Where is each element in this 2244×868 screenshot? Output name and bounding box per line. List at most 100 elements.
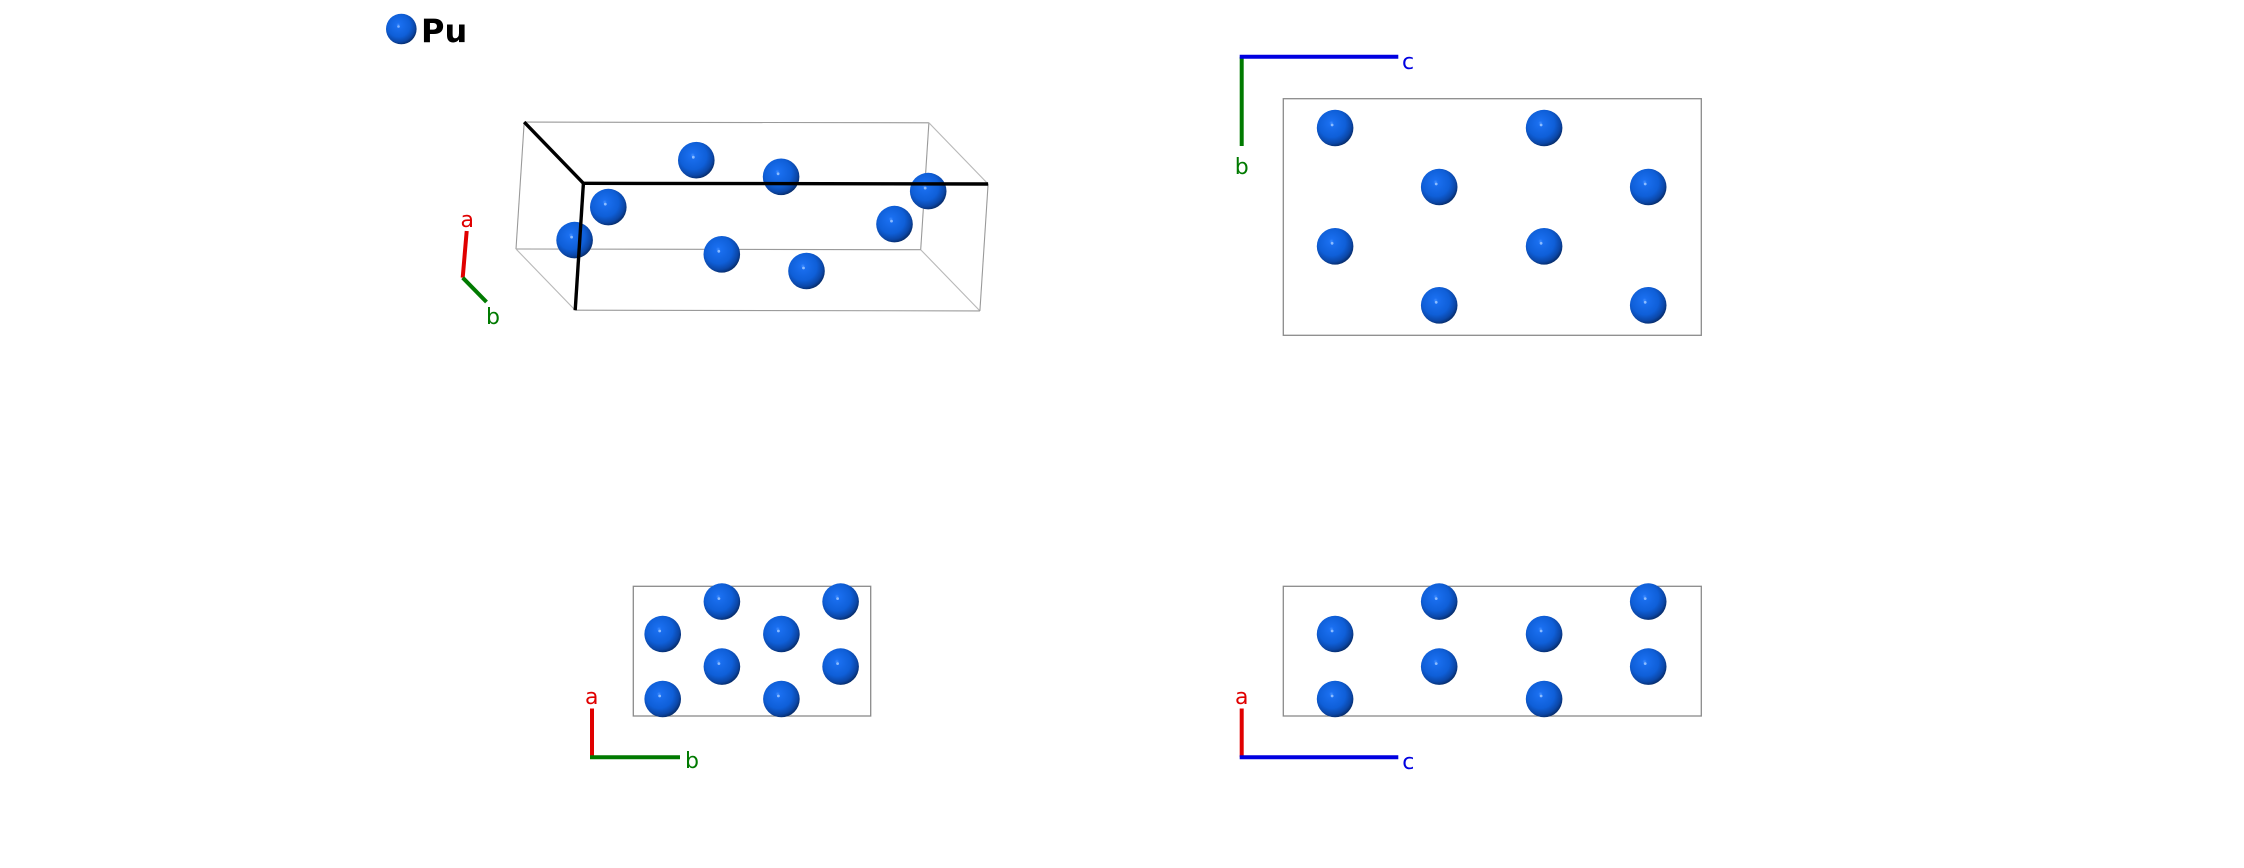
axis-indicator-3d: a b <box>461 208 500 330</box>
cell-edge <box>920 249 981 312</box>
atom-highlight <box>1539 123 1543 127</box>
atom-pu <box>762 158 800 196</box>
cell-edge <box>575 309 980 312</box>
atom-highlight <box>1643 662 1647 665</box>
atom-pu <box>1316 680 1354 718</box>
axis-c-label: c <box>1402 50 1414 75</box>
atom-highlight <box>836 597 839 600</box>
perspective-atoms <box>556 141 947 290</box>
atom-pu <box>1525 228 1563 265</box>
axis-a-label: a <box>461 208 474 233</box>
atom-pu <box>1316 228 1354 265</box>
atom-highlight <box>570 235 573 239</box>
axis-a-line <box>460 230 469 278</box>
legend-element-label: Pu <box>421 12 467 50</box>
atom-pu <box>1629 287 1667 324</box>
atom-highlight <box>1434 662 1438 665</box>
atom-highlight <box>1539 241 1543 245</box>
unit-cell-back-edges <box>515 121 989 312</box>
axis-c-label: c <box>1402 750 1414 775</box>
atom-highlight <box>1539 629 1543 633</box>
atom-pu <box>703 236 741 273</box>
atom-highlight <box>777 694 780 698</box>
atom-highlight <box>777 629 780 633</box>
atom-highlight <box>1330 241 1334 245</box>
atom-highlight <box>1434 300 1438 304</box>
legend-atom-highlight <box>397 25 400 28</box>
atom-pu <box>1316 109 1354 147</box>
atom-pu <box>763 615 800 653</box>
atom-pu <box>1420 648 1458 685</box>
axis-indicator-b-c: c b <box>1235 50 1414 180</box>
atom-pu <box>703 648 741 685</box>
axis-b-line <box>461 276 488 304</box>
projection-view-a-c: a c <box>1235 583 1702 775</box>
cell-axis-line <box>522 120 585 185</box>
axis-indicator-a-b: a b <box>585 685 699 774</box>
atom-highlight <box>658 629 662 633</box>
atom-highlight <box>923 186 927 190</box>
atom-pu <box>1420 287 1458 324</box>
perspective-view: a b <box>461 120 989 330</box>
atom-highlight <box>1539 694 1543 698</box>
unit-cell-outline <box>1282 98 1702 336</box>
axis-b-label: b <box>486 305 500 330</box>
atom-pu <box>1629 583 1667 620</box>
atom-pu <box>556 221 593 259</box>
atom-pu <box>822 648 859 685</box>
projection-atoms <box>1316 583 1667 718</box>
atom-highlight <box>1434 182 1438 186</box>
projection-atoms <box>644 583 859 718</box>
atom-highlight <box>1330 629 1334 633</box>
cell-edge <box>515 248 576 311</box>
atom-pu <box>590 188 627 226</box>
atom-highlight <box>658 694 662 698</box>
unit-cell-outline <box>1282 585 1702 717</box>
atom-pu <box>703 583 741 620</box>
legend: Pu <box>386 12 467 50</box>
atom-pu <box>788 252 825 290</box>
atom-highlight <box>1643 182 1647 186</box>
atom-highlight <box>802 266 805 270</box>
atom-highlight <box>836 662 839 665</box>
atom-highlight <box>1330 694 1334 698</box>
atom-highlight <box>603 202 607 206</box>
atom-highlight <box>717 597 721 600</box>
atom-highlight <box>691 155 695 159</box>
axis-b-label: b <box>685 749 699 774</box>
atom-pu <box>876 205 913 243</box>
atom-highlight <box>1434 597 1438 600</box>
atom-pu <box>1316 615 1354 653</box>
atom-pu <box>644 680 681 718</box>
unit-cell-outline <box>632 585 872 717</box>
atom-highlight <box>1643 300 1647 304</box>
atom-pu <box>1525 615 1563 653</box>
axis-b-label: b <box>1235 155 1249 180</box>
atom-pu <box>678 141 715 179</box>
atom-pu <box>1420 583 1458 620</box>
cell-edge <box>524 121 929 124</box>
atom-highlight <box>717 249 721 253</box>
atom-pu <box>644 615 681 653</box>
projection-atoms <box>1316 109 1667 324</box>
projection-view-b-c: c b <box>1235 50 1702 336</box>
cell-axis-line <box>583 181 989 186</box>
atom-highlight <box>890 219 893 223</box>
atom-pu <box>1525 109 1563 147</box>
axis-indicator-a-c: a c <box>1235 685 1414 775</box>
atom-pu <box>1525 680 1563 718</box>
atom-pu <box>822 583 859 620</box>
legend-pu-atom-icon <box>386 13 417 45</box>
axis-a-label: a <box>1235 685 1248 710</box>
axis-a-label: a <box>585 685 598 710</box>
atom-pu <box>1629 168 1667 206</box>
unit-cell-front-edges <box>575 183 989 312</box>
atom-pu <box>909 172 947 210</box>
atom-pu <box>1420 168 1458 206</box>
atom-highlight <box>1643 597 1647 600</box>
cell-edge <box>928 122 989 185</box>
atom-highlight <box>1330 123 1334 127</box>
atom-pu <box>1629 648 1667 685</box>
projection-view-a-b: a b <box>585 583 872 774</box>
